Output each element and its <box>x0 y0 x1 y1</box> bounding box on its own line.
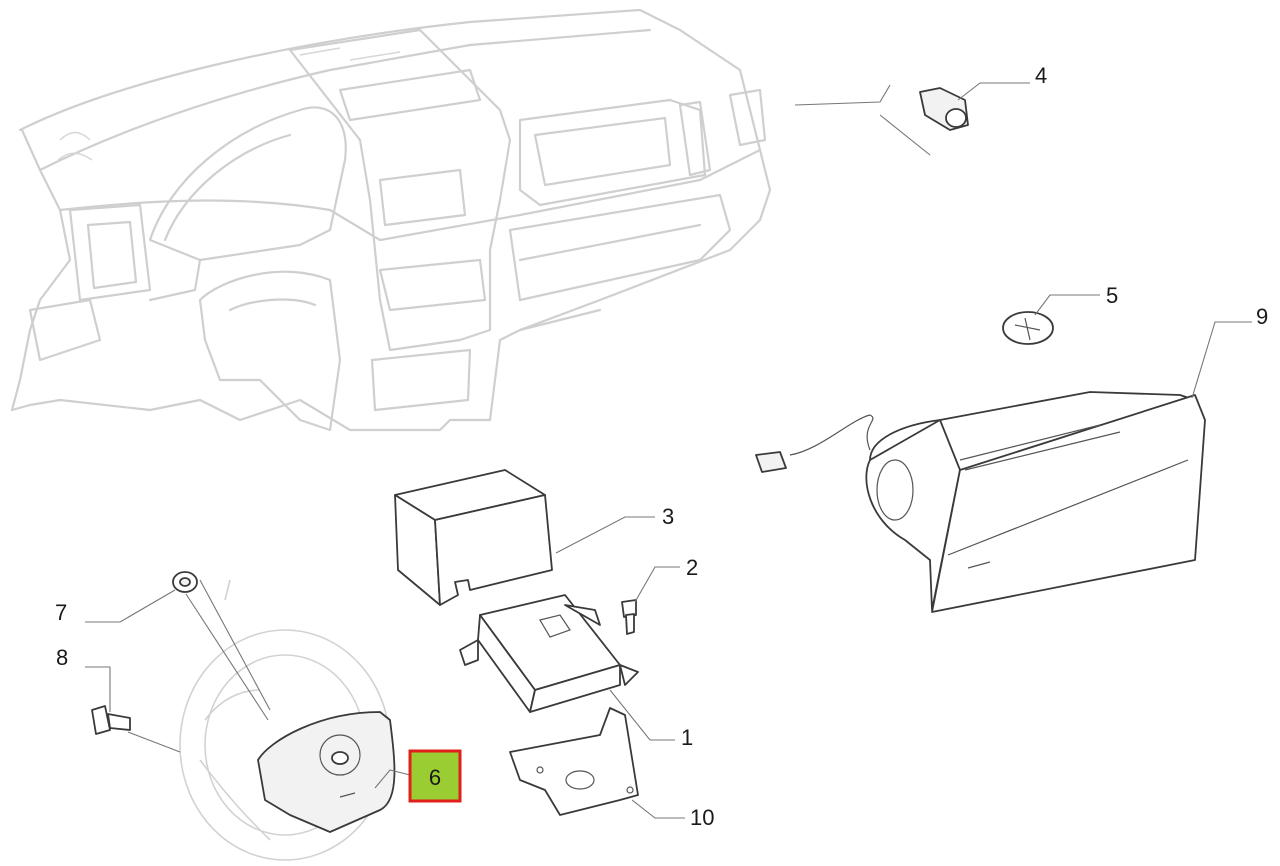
callout-3[interactable]: 3 <box>662 504 674 529</box>
callouts: 4 5 9 3 2 1 10 7 8 6 <box>55 63 1268 830</box>
part-washer-7[interactable] <box>172 571 198 593</box>
callout-9[interactable]: 9 <box>1256 304 1268 329</box>
callout-7[interactable]: 7 <box>55 600 67 625</box>
part-clip-4[interactable] <box>919 87 969 131</box>
leader-lines <box>85 82 1252 819</box>
dashboard-outline <box>10 8 772 432</box>
callout-5[interactable]: 5 <box>1106 283 1118 308</box>
part-cap-5[interactable] <box>1002 311 1054 345</box>
part-control-unit-1[interactable] <box>459 594 639 713</box>
part-passenger-airbag-9[interactable] <box>755 391 1206 613</box>
callout-10[interactable]: 10 <box>690 805 714 830</box>
callout-6-highlight-box <box>408 749 462 803</box>
callout-4[interactable]: 4 <box>1035 63 1047 88</box>
part-screw-8[interactable] <box>91 705 131 735</box>
callout-6[interactable]: 6 <box>429 765 441 790</box>
callout-8[interactable]: 8 <box>56 645 68 670</box>
callout-2[interactable]: 2 <box>686 555 698 580</box>
part-cover-3[interactable] <box>394 469 553 606</box>
part-bracket-10[interactable] <box>509 707 639 816</box>
part-driver-airbag[interactable] <box>257 711 396 833</box>
callout-1[interactable]: 1 <box>681 725 693 750</box>
part-fastener-2[interactable] <box>621 599 637 635</box>
